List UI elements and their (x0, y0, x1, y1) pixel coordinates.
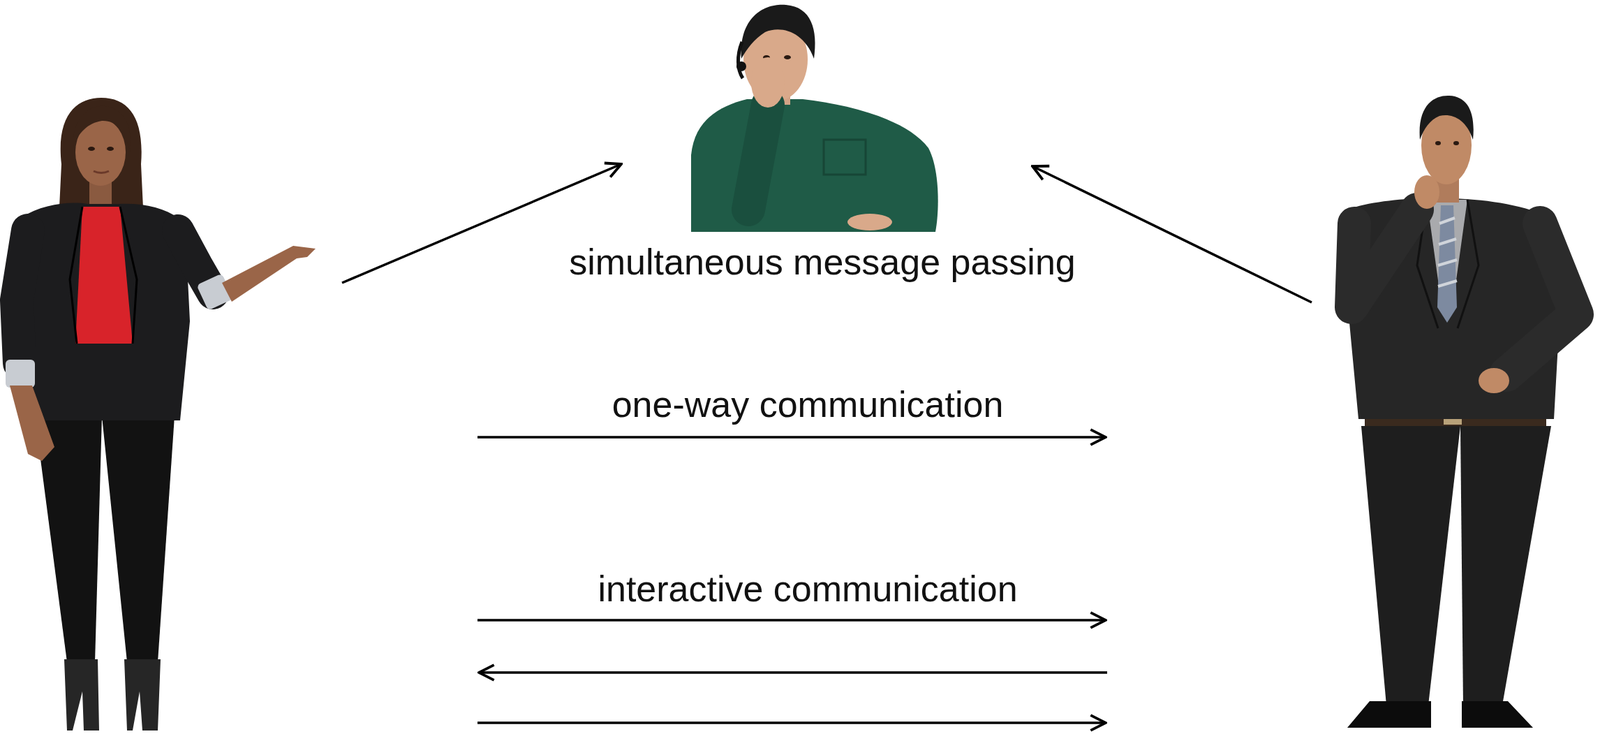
woman-figure (5, 97, 316, 731)
receiver-figure-part (1435, 141, 1441, 146)
caption-label: simultaneous message passing (568, 242, 1076, 283)
receiver-figure-part (1419, 95, 1474, 140)
receiver-figure-part (1437, 205, 1457, 323)
receiver-figure-part (1347, 700, 1432, 728)
woman-figure-part (101, 416, 175, 662)
woman-figure-part (5, 359, 35, 388)
listener-figure-part (823, 139, 866, 175)
caption-label: interactive communication (597, 568, 1018, 609)
listener-figure-part (751, 57, 785, 108)
woman-figure-part (72, 106, 131, 153)
listener-figure-part (783, 55, 791, 60)
receiver-figure-part (1461, 700, 1533, 728)
woman-figure-part (69, 206, 83, 344)
listener-figure-part (847, 213, 893, 231)
arrow-lines (342, 164, 1312, 723)
woman-figure-part (64, 658, 100, 731)
woman-figure-part (16, 230, 28, 364)
woman-figure-part (124, 658, 161, 731)
receiver-figure-part (1506, 223, 1577, 375)
reply-arrow (478, 670, 1108, 674)
one-way-arrow (477, 435, 1106, 439)
woman-figure-part (221, 245, 316, 302)
receiver-figure-part (1361, 425, 1461, 706)
listener-figure-part (736, 61, 747, 72)
woman-figure-part (120, 206, 137, 344)
forward-arrow (477, 721, 1106, 724)
receiver-figure-part (1414, 175, 1440, 209)
label-holder: simultaneous message passing (568, 242, 1076, 283)
receiver-figure-part (1453, 141, 1459, 146)
receiver-figure (1343, 95, 1577, 728)
caption-label: one-way communication (612, 384, 1004, 425)
receiver-figure-part (1457, 199, 1479, 329)
woman-figure-part (9, 385, 55, 461)
woman-figure-part (106, 146, 114, 151)
listener-figure (691, 4, 939, 232)
label-holder: interactive communication (597, 568, 1018, 609)
woman-figure-part (87, 146, 95, 151)
receiver-figure-part (1460, 425, 1552, 706)
receiver-figure-part (1351, 209, 1418, 308)
woman-figure-part (93, 171, 109, 174)
label-holder: one-way communication (612, 384, 1004, 425)
listener-figure-part (691, 99, 939, 232)
forward-arrow (477, 618, 1106, 622)
receiver-figure-part (1478, 367, 1510, 394)
listener-figure-part (741, 4, 816, 59)
receiver-figure-part (1438, 217, 1457, 287)
listener-figure-part (748, 104, 768, 210)
listener-figure-part (737, 41, 743, 79)
